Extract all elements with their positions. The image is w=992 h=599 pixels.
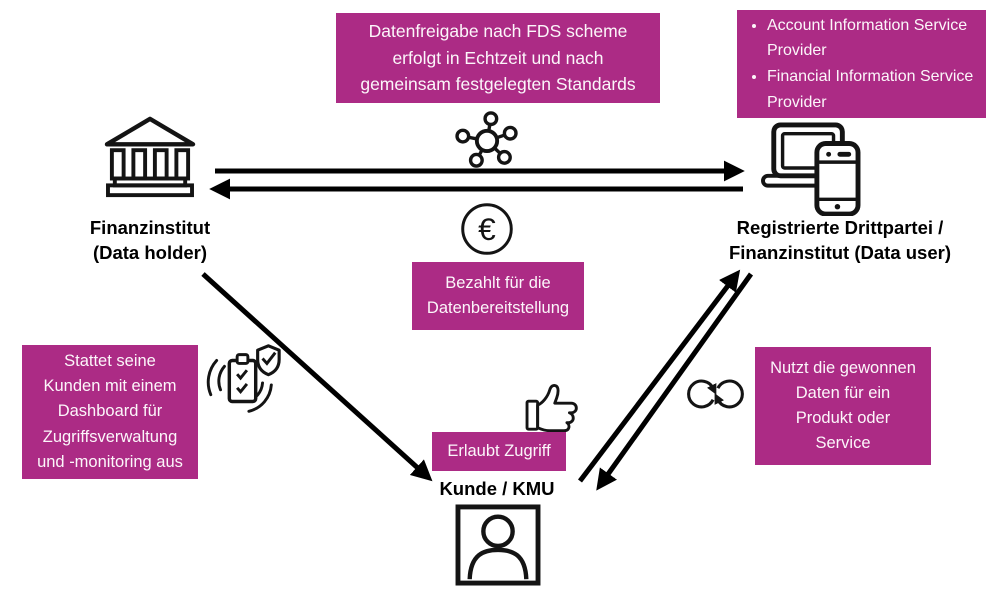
euro-symbol: €: [478, 211, 496, 247]
box-data-release-standards: Datenfreigabe nach FDS scheme erfolgt in…: [336, 13, 660, 103]
person-icon: [455, 504, 541, 586]
box-line: Datenbereitstellung: [426, 299, 570, 317]
box-line: Datenfreigabe nach FDS scheme: [368, 21, 628, 42]
box-line: gemeinsam festgelegten Standards: [360, 74, 636, 95]
bank-icon: [103, 115, 197, 201]
box-line: erfolgt in Echtzeit und nach: [392, 47, 604, 68]
box-line: Kunden mit einem: [43, 377, 177, 396]
box-line: Daten für ein: [795, 383, 891, 402]
box-dashboard: Stattet seine Kunden mit einem Dashboard…: [22, 345, 198, 479]
box-line: und -monitoring aus: [37, 452, 183, 471]
label-customer: Kunde / KMU: [417, 477, 577, 502]
euro-coin-icon: €: [459, 201, 515, 257]
label-line: Kunde / KMU: [439, 478, 555, 499]
box-line: Nutzt die gewonnen: [770, 358, 916, 377]
box-line: Bezahlt für die: [445, 273, 551, 292]
laptop-phone-icon: [760, 120, 862, 216]
label-line: Registrierte Drittpartei /: [736, 217, 944, 238]
list-item: Account Information Service Provider: [767, 13, 980, 64]
box-line: Stattet seine: [64, 352, 156, 371]
consent-dashboard-icon: [200, 339, 286, 423]
list-item: Financial Information Service Provider: [767, 64, 980, 115]
label-line: Finanzinstitut: [89, 217, 211, 238]
sync-loop-icon: [682, 366, 748, 420]
box-service-providers: Account Information Service Provider Fin…: [737, 10, 986, 118]
box-line: Zugriffsverwaltung: [42, 427, 178, 446]
box-data-usage: Nutzt die gewonnen Daten für ein Produkt…: [755, 347, 931, 465]
box-allow-access: Erlaubt Zugriff: [432, 432, 566, 471]
box-line: Service: [815, 434, 871, 453]
label-line: Finanzinstitut (Data user): [728, 241, 951, 263]
thumbs-up-icon: [524, 381, 584, 433]
label-data-holder: Finanzinstitut (Data holder): [44, 216, 256, 266]
service-provider-list: Account Information Service Provider Fin…: [737, 13, 986, 115]
box-line: Produkt oder: [795, 409, 891, 427]
network-nodes-icon: [454, 110, 520, 168]
box-line: Dashboard für: [57, 402, 163, 421]
box-payment: Bezahlt für die Datenbereitstellung: [412, 262, 584, 330]
label-data-user: Registrierte Drittpartei / Finanzinstitu…: [706, 216, 974, 266]
box-line: Erlaubt Zugriff: [447, 441, 551, 460]
label-line: (Data holder): [92, 241, 208, 263]
